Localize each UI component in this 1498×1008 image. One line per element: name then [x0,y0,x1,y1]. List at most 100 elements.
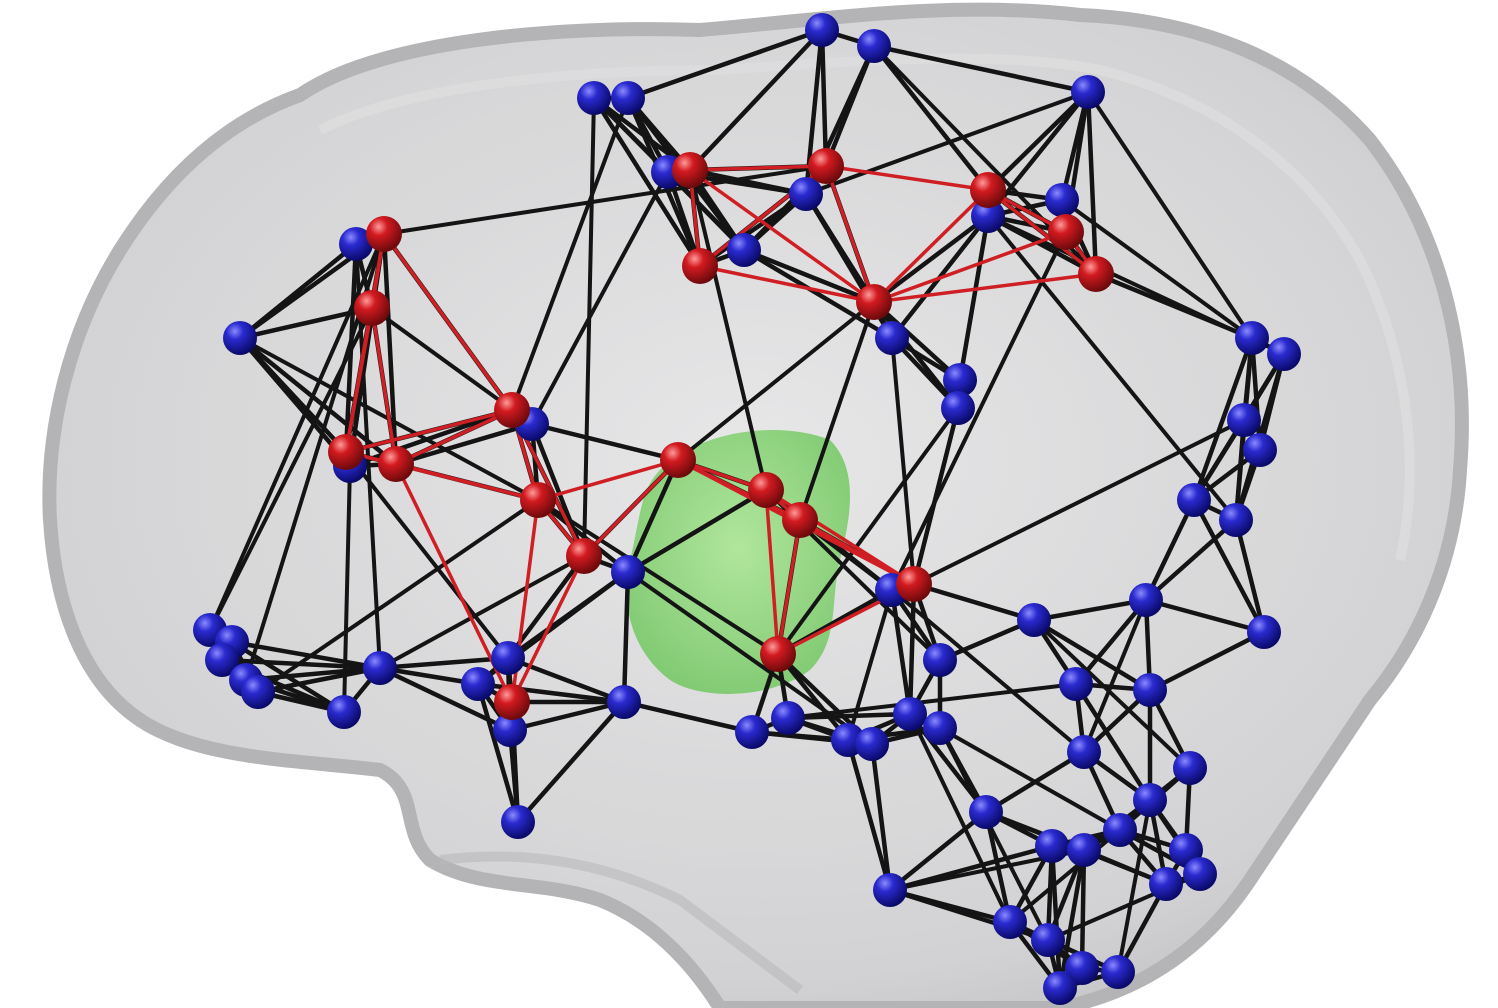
edge [775,651,851,743]
edge [1007,919,1121,975]
edge [1116,798,1152,974]
edge [986,214,1238,522]
edge [1191,335,1255,503]
peripheral-node [1235,321,1269,355]
peripheral-node [1059,667,1093,701]
hub-node [354,290,390,326]
hub-node [782,502,818,538]
highlight-edge [394,462,540,502]
edge [889,587,913,717]
highlight-edge [872,230,1068,304]
peripheral-node [727,233,761,267]
highlight-edge [394,408,514,466]
peripheral-node [611,555,645,589]
edge [1079,847,1087,971]
nodes-layer [193,13,1301,1005]
edge [1249,335,1263,453]
edge [798,300,876,522]
peripheral-node [735,715,769,749]
hub-node [760,636,796,672]
edge [1073,681,1153,803]
edge [625,457,681,575]
peripheral-node [943,363,977,397]
edge [1191,497,1267,635]
edge [1085,89,1099,277]
hub-node [660,442,696,478]
edge [908,712,1012,924]
edge [871,43,1091,95]
peripheral-node [493,713,527,747]
peripheral-node [1267,337,1301,371]
edge [505,655,627,705]
edge [938,726,1122,832]
edge [237,335,399,467]
edge [256,498,540,694]
peripheral-node [1177,483,1211,517]
peripheral-node [1173,751,1207,785]
edge [785,711,913,721]
peripheral-node [205,643,239,677]
edge [911,581,1037,623]
edge [819,27,829,169]
peripheral-node [771,701,805,735]
edge [510,96,630,412]
edge [1008,828,1122,924]
hub-node [682,248,718,284]
edge [912,418,1246,586]
highlight-edge [824,164,876,304]
edge [1143,597,1267,635]
edge [1086,90,1254,340]
edge [393,421,535,467]
peripheral-node [1227,403,1261,437]
edge [530,170,670,426]
peripheral-node [1067,735,1101,769]
edge [621,699,755,735]
peripheral-node [1065,951,1099,985]
edge [871,299,961,411]
peripheral-node [941,391,975,425]
hub-node [378,446,414,482]
peripheral-node [1243,433,1277,467]
peripheral-node [971,199,1005,233]
highlight-edge [872,272,1098,304]
edge [377,655,511,671]
hub-node [520,482,556,518]
edge [529,421,681,463]
edge [986,214,1286,356]
edge [625,487,769,575]
peripheral-node [1071,75,1105,109]
edge [741,247,877,305]
peripheral-node [857,29,891,63]
peripheral-node [1031,923,1065,957]
subcortical-region [626,430,850,694]
peripheral-node [923,711,957,745]
edge [1049,843,1063,991]
highlight-edge [824,164,990,192]
highlight-edge [344,306,374,454]
edge [378,554,586,670]
edge [1057,847,1087,991]
edge [1031,617,1153,693]
hub-node [896,566,932,602]
peripheral-node [969,795,1003,829]
edge [536,498,780,656]
edge [687,27,825,173]
hub-node [494,392,530,428]
edge [887,809,989,893]
hub-node [970,172,1006,208]
edge [591,95,703,269]
peripheral-node [223,321,257,355]
peripheral-node [363,651,397,685]
edge [985,89,1091,193]
edge [1060,198,1254,340]
peripheral-node [1043,971,1077,1005]
edge [983,749,1087,815]
hub-node [856,284,892,320]
highlight-edge [986,188,1098,276]
highlight-edge [370,306,398,466]
edge [1143,517,1239,603]
peripheral-node [993,905,1027,939]
edge [1031,597,1149,623]
peripheral-node [873,873,907,907]
